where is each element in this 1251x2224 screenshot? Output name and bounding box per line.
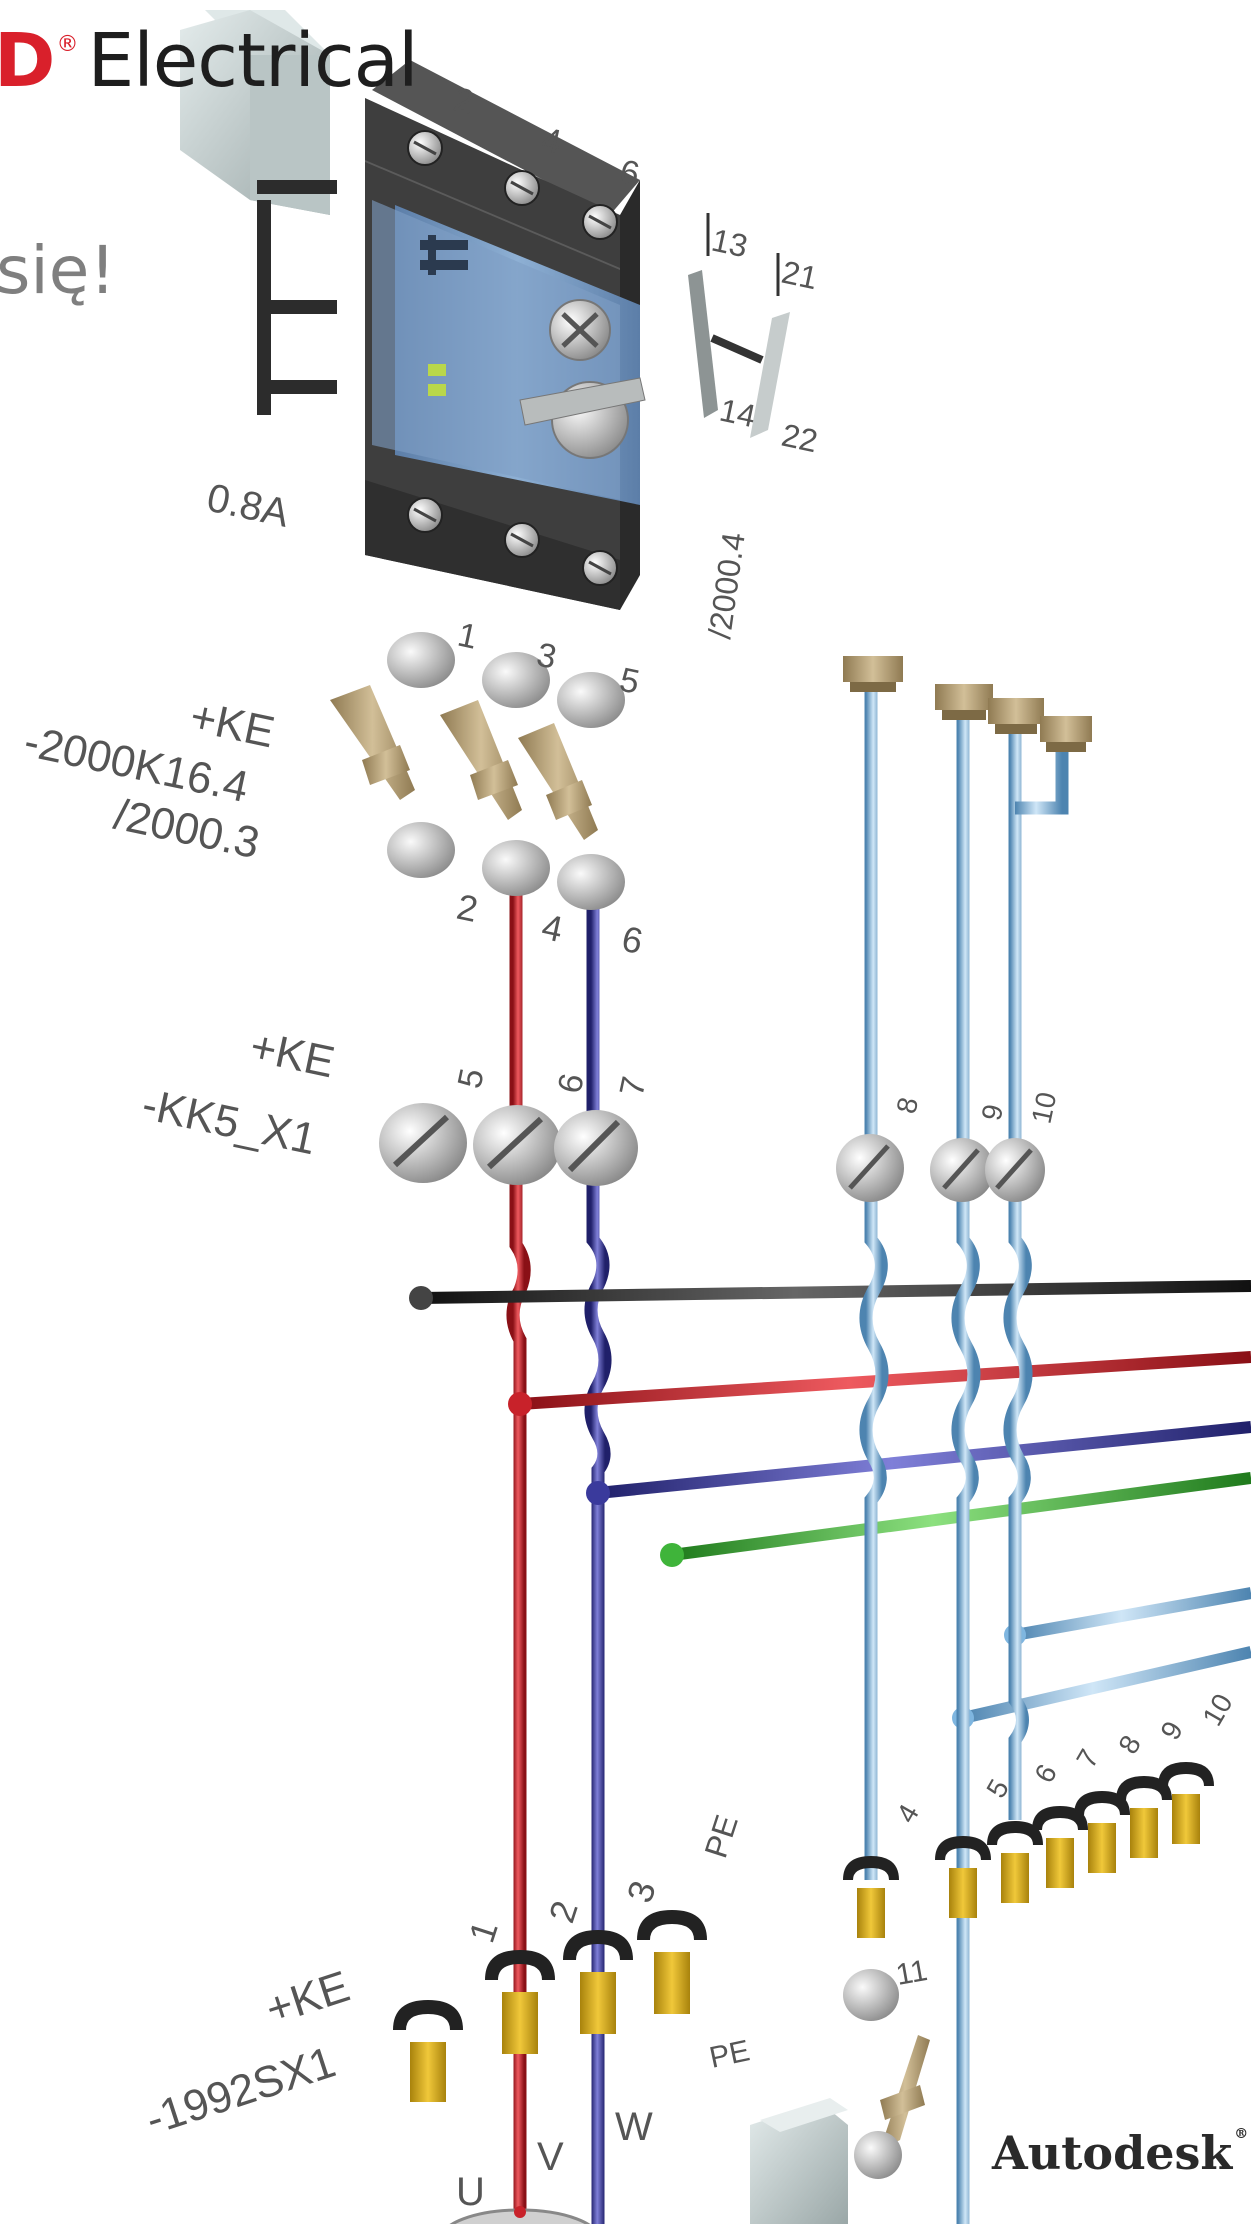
autodesk-logo: Autodesk®	[992, 2126, 1248, 2180]
connector-terminal-label: 2	[541, 1896, 586, 1928]
breaker-cross-reference: /2000.4	[701, 530, 752, 641]
aux-contact-label: 22	[779, 417, 821, 460]
kk5-terminal-label: 7	[613, 1073, 654, 1099]
contactor-terminal-label: 4	[538, 906, 566, 950]
kk5-control-terminal-label: 8	[891, 1095, 925, 1117]
bus-l1-black	[409, 1280, 1251, 1310]
switch-terminal-label: 11	[893, 1954, 929, 1992]
aux-contact-label: 14	[717, 392, 759, 435]
control-terminal-label: 10	[1196, 1689, 1238, 1731]
motor-top	[449, 2206, 591, 2224]
breaker-bottom-knobs	[387, 632, 625, 728]
control-terminal-label: 8	[1112, 1730, 1147, 1759]
connector-terminal-label: PE	[697, 1810, 744, 1862]
aux-contact-label: 21	[779, 254, 821, 297]
kk5-location-label: +KE	[246, 1022, 339, 1087]
aux-contacts	[688, 213, 790, 438]
contactor-terminal-label: 6	[618, 918, 646, 962]
motor-phase-label: U	[456, 2170, 485, 2214]
tagline: się!	[0, 232, 116, 309]
kk5-id-label: -KK5_X1	[138, 1080, 320, 1165]
brand-letter: D	[0, 18, 55, 104]
motor-phase-label: W	[615, 2105, 653, 2149]
connector-terminal-label: 1	[461, 1916, 506, 1948]
control-switch	[750, 1969, 930, 2224]
motor-breaker	[365, 60, 646, 610]
breaker-bottom-terminal-label: 5	[616, 661, 642, 702]
contactor-contacts	[330, 685, 625, 910]
connector-terminal-label: 3	[619, 1876, 664, 1908]
control-terminal-label: 6	[1028, 1759, 1063, 1788]
motor-phase-label: V	[537, 2135, 564, 2179]
kk5-control-terminal-label: 9	[976, 1102, 1010, 1124]
kk5-control-terminal-label: 10	[1026, 1089, 1063, 1126]
control-terminal-label: 4	[890, 1799, 925, 1828]
control-terminal-caps	[843, 656, 1092, 752]
autodesk-trademark: ®	[1234, 2126, 1249, 2142]
autodesk-wordmark: Autodesk	[992, 2126, 1233, 2180]
contactor-location-label: +KE	[186, 692, 279, 757]
aux-contact-label: 13	[709, 222, 751, 265]
wire-l3-blue	[583, 0, 612, 2224]
kk5-terminal-screws	[379, 1103, 1045, 1202]
plug-connectors-main	[393, 1910, 707, 2102]
wire-l2-red	[506, 0, 531, 2224]
plug-connectors-control	[843, 1762, 1214, 1938]
bus-pe-green	[660, 1472, 1251, 1567]
bus-l3-blue	[586, 1421, 1251, 1505]
pe-label: PE	[707, 2034, 753, 2075]
breaker-bottom-terminal-label: 1	[454, 616, 480, 657]
control-terminal-label: 7	[1070, 1744, 1105, 1773]
contactor-terminal-label: 2	[453, 886, 481, 930]
kk5-terminal-label: 5	[451, 1065, 492, 1091]
breaker-rating-label: 0.8A	[203, 476, 293, 536]
kk5-terminal-label: 6	[551, 1070, 592, 1096]
brand-name: Electrical	[87, 18, 418, 104]
registered-mark: ®	[56, 32, 78, 57]
breaker-bottom-terminal-label: 3	[533, 636, 559, 677]
connector-id-label: -1992SX1	[140, 2037, 341, 2144]
control-terminal-label: 9	[1154, 1716, 1189, 1745]
product-logo: D® Electrical	[0, 18, 419, 104]
connector-location-label: +KE	[260, 1962, 355, 2035]
aux-switch-box	[180, 10, 337, 415]
